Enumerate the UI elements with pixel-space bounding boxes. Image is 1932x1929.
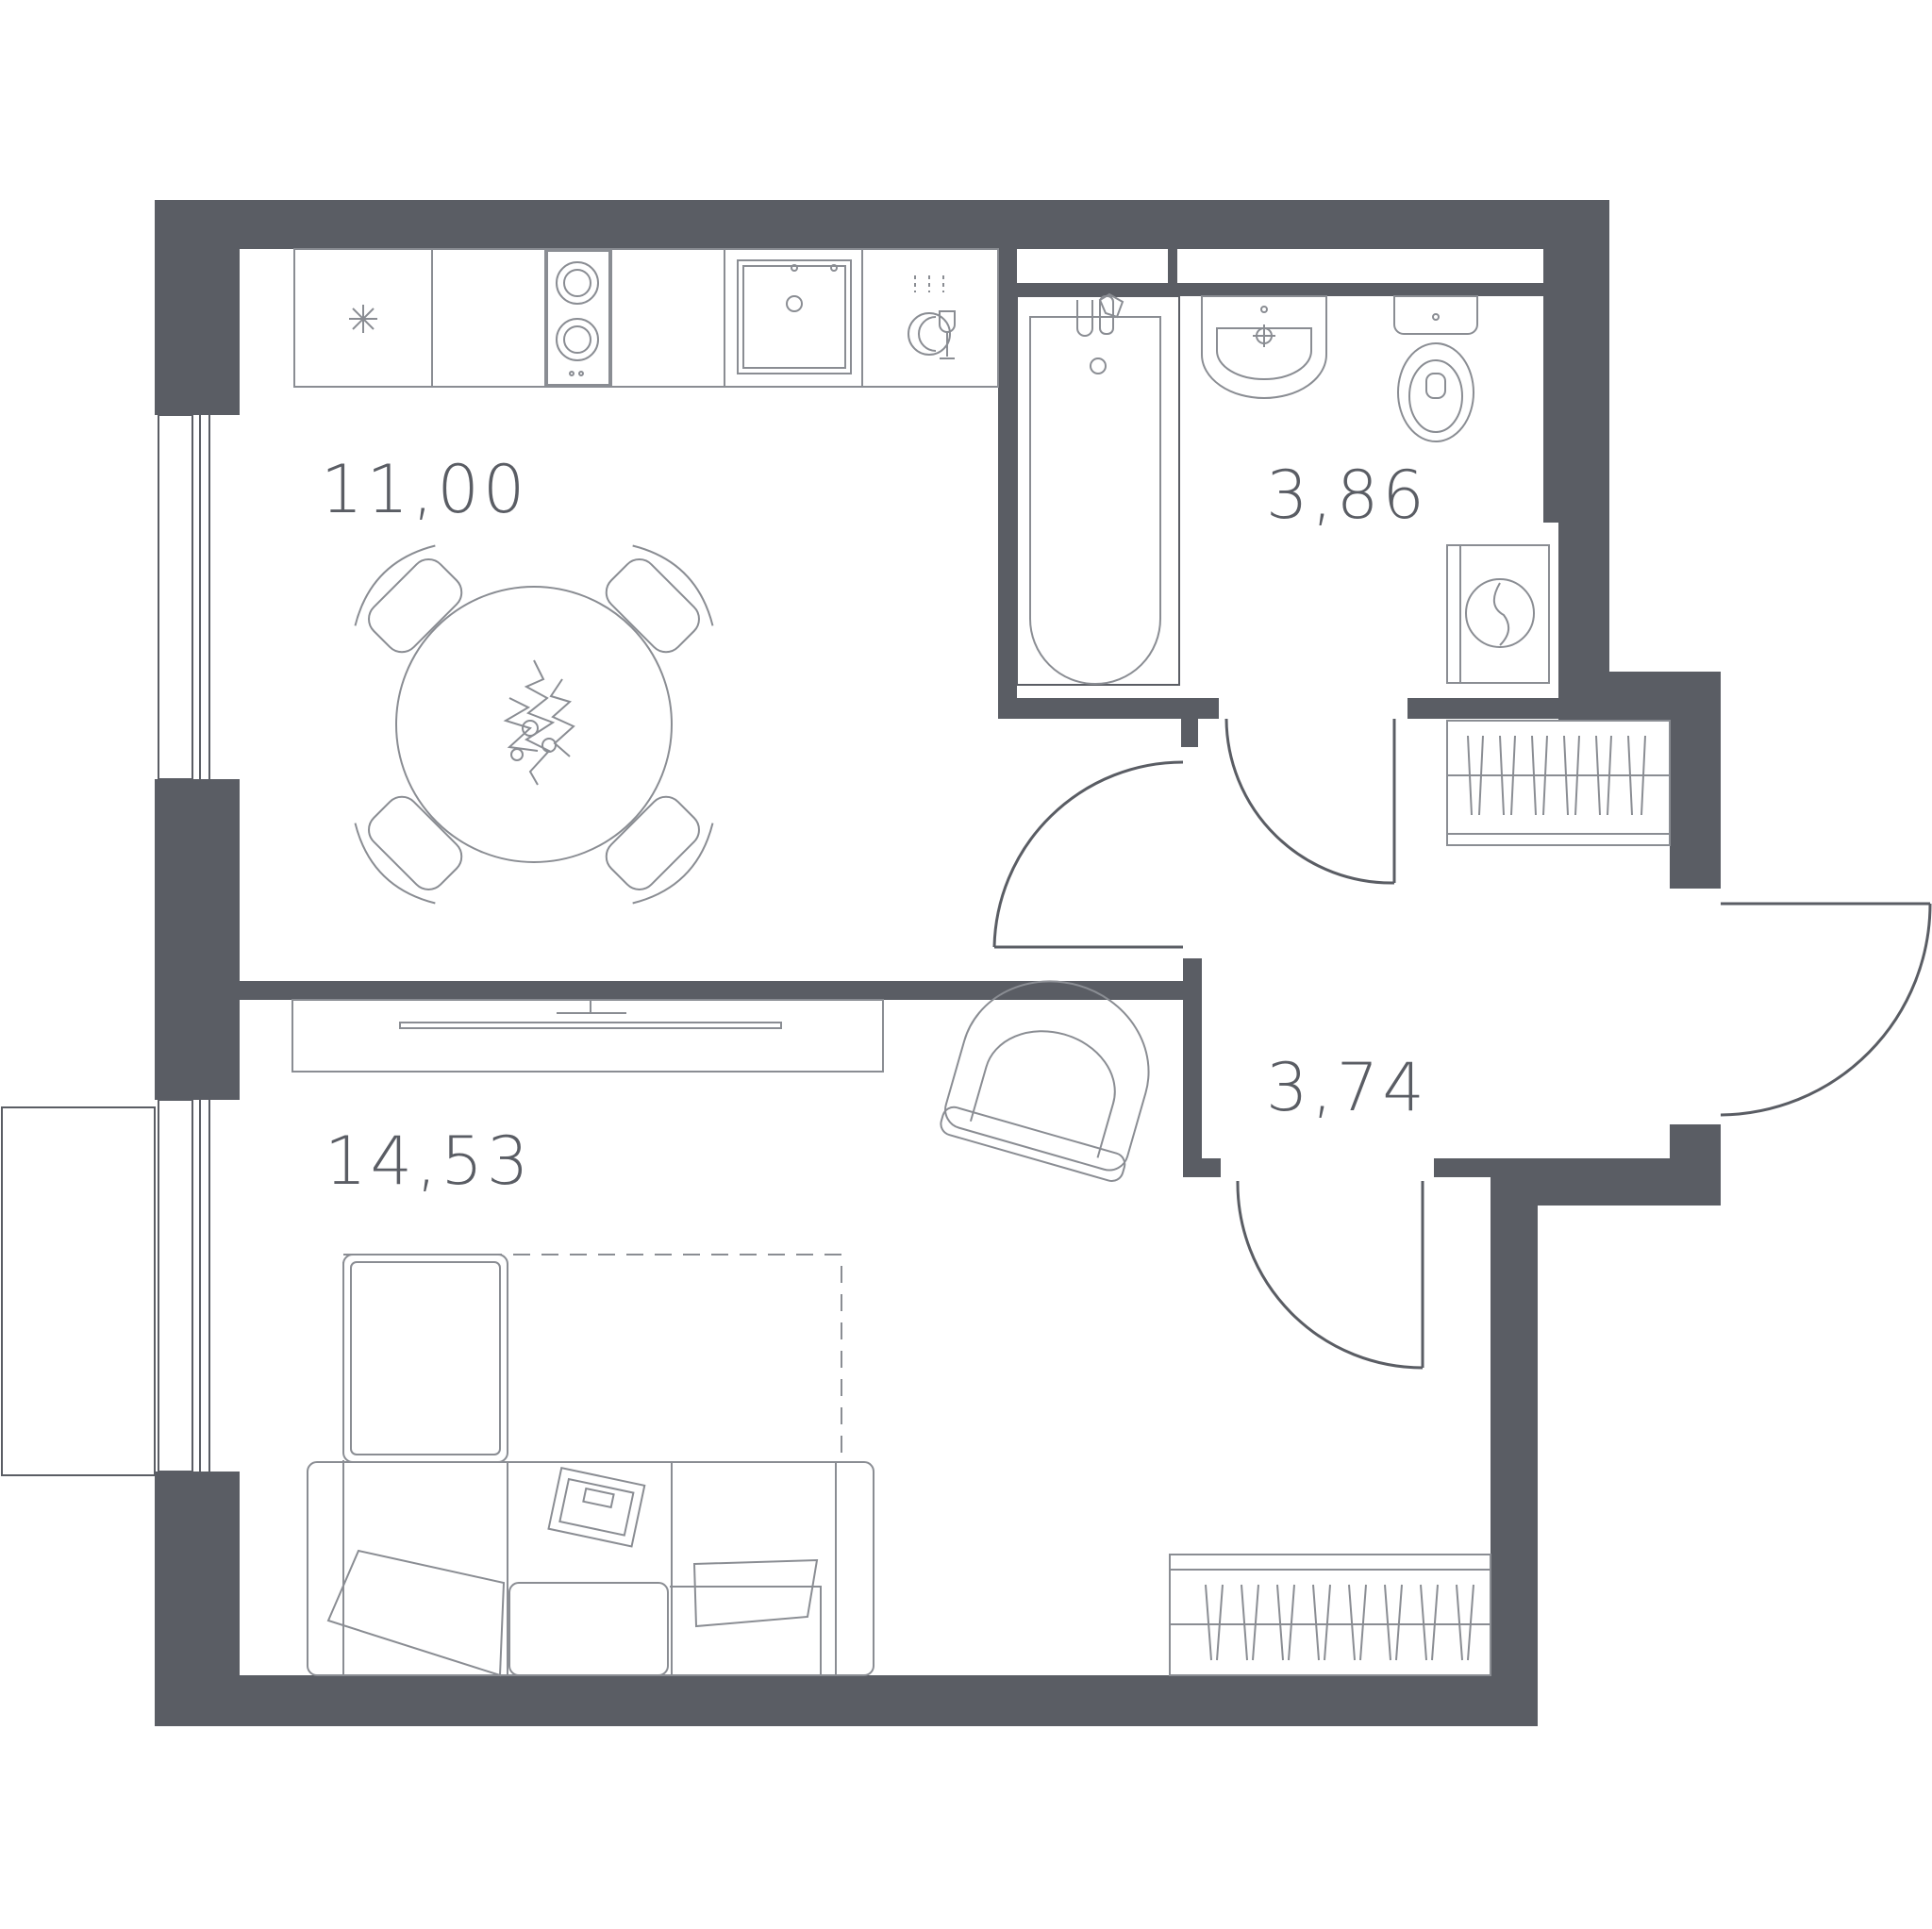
windows	[1, 414, 210, 1476]
laptop-icon	[547, 1466, 646, 1548]
hob-icon	[546, 250, 610, 386]
dishwasher-icon	[908, 275, 956, 359]
kitchen-counter	[293, 248, 999, 388]
wardrobe-icon	[1446, 720, 1671, 846]
living-door	[1236, 1180, 1424, 1370]
wardrobe-icon	[1169, 1554, 1491, 1676]
toilet-icon	[1393, 295, 1478, 442]
bathtub-icon	[1016, 292, 1180, 686]
kitchen-area: 11,00	[321, 451, 529, 528]
washing-machine-icon	[1446, 544, 1550, 684]
bathroom-door	[1224, 718, 1395, 885]
washbasin-icon	[1201, 295, 1327, 399]
sink-icon	[737, 259, 852, 374]
hallway-area: 3,74	[1266, 1049, 1428, 1126]
doors	[992, 718, 1932, 1370]
armchair-icon	[940, 980, 1150, 1183]
tv-icon	[291, 999, 884, 1073]
bed-outline	[342, 1254, 842, 1463]
kitchen-door	[992, 760, 1184, 948]
balcony	[1, 1106, 156, 1476]
entrance-door	[1720, 903, 1932, 1117]
dining-table-icon	[354, 544, 714, 905]
chair	[354, 544, 463, 654]
sofa-icon	[307, 1461, 874, 1677]
chair	[605, 544, 714, 654]
refrigerator-icon	[349, 305, 377, 333]
chair	[605, 795, 714, 905]
flowers-icon	[503, 659, 575, 786]
bathroom-area: 3,86	[1266, 457, 1428, 534]
chair	[354, 795, 463, 905]
walls	[155, 200, 1721, 1726]
living-room-area: 14,53	[325, 1122, 533, 1200]
